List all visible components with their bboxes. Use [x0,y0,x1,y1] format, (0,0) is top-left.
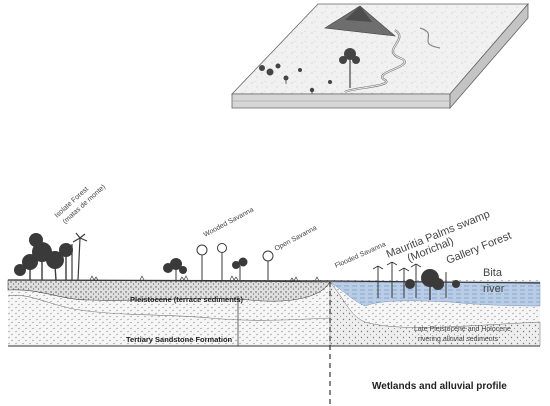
label-wooded-savanna: Wooded Savanna [203,206,255,238]
shrub-icon [163,258,187,274]
label-alluvial-sediments: rivering alluvial sediments [418,336,499,343]
pleistocene-layer [7,279,331,302]
morichal-gallery-vegetation [372,261,460,300]
ground-surface-line [7,279,541,284]
label-gallery-forest: Gallery Forest [445,230,514,267]
tree-icon [14,233,73,276]
block-diagram-3d-icon [231,2,529,110]
round-savanna-tree-icon [196,243,274,280]
label-flooded-savanna: Flooded Savanna [334,241,387,270]
label-pleistocene: Pleistocene (terrace sediments) [130,295,243,304]
profile-caption: Wetlands and alluvial profile [372,381,507,392]
wooded-savanna-vegetation [163,243,274,280]
alluvial-sediment-layer [329,281,541,347]
label-late-pleistocene: Late Pleistocene and Holocene [414,326,511,333]
label-bita-river-2: river [483,283,505,295]
label-bita-river: Bita [483,267,503,279]
profile-cross-section [7,275,541,404]
label-tertiary-formation: Tertiary Sandstone Formation [126,335,233,344]
isolate-forest-trees [14,232,88,281]
label-open-savanna: Open Savanna [274,225,319,253]
palm-tree-icon [71,232,88,281]
river-water [329,281,541,307]
